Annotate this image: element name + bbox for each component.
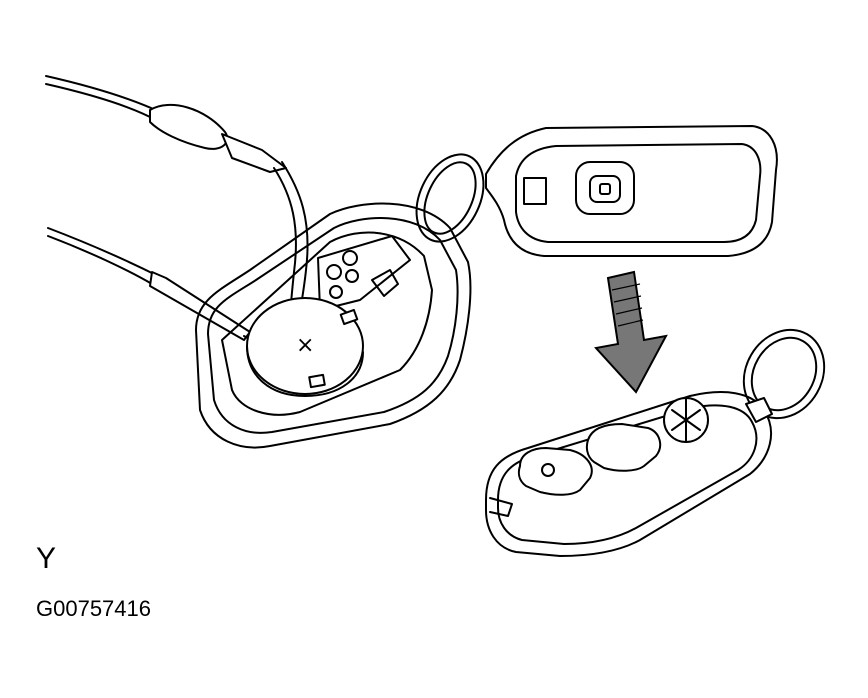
open-fob-case xyxy=(195,202,472,449)
figure-id: G00757416 xyxy=(36,596,151,621)
downward-arrow-icon xyxy=(594,270,668,394)
key-fob-icon xyxy=(485,391,773,557)
view-label: Y xyxy=(36,542,57,575)
fob-cover xyxy=(415,125,778,257)
probe-lead-icon xyxy=(45,75,309,347)
coin-battery-icon xyxy=(246,297,364,397)
battery-mark: × xyxy=(296,333,314,358)
key-ring-icon xyxy=(742,328,826,423)
